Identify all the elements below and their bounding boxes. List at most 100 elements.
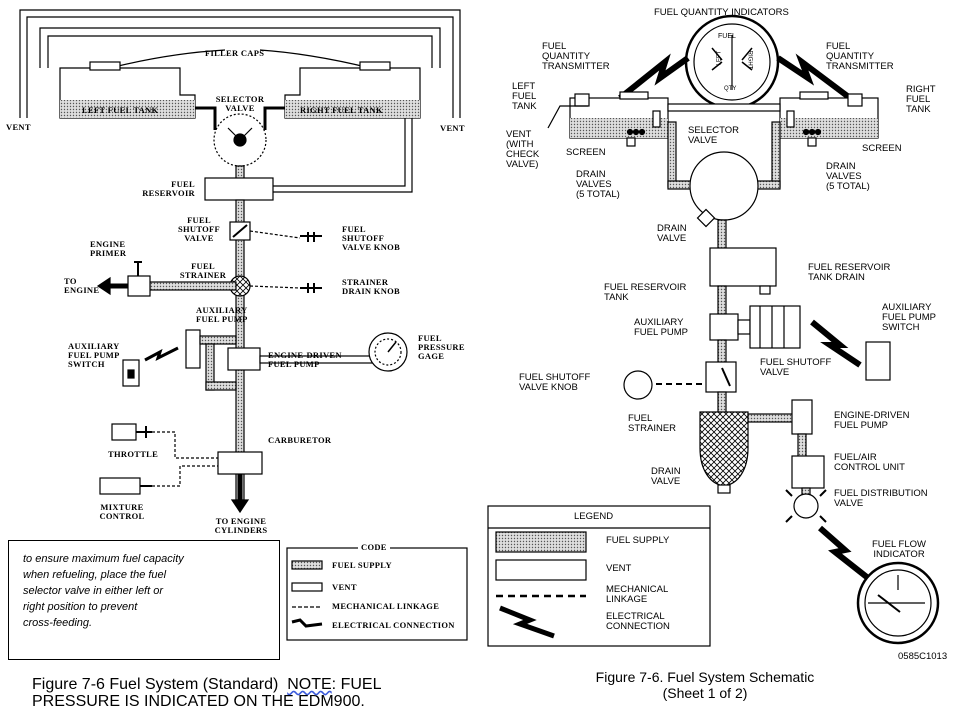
throttle-label: THROTTLE — [108, 449, 159, 459]
engine-driven-fuel-pump-label-left: ENGINE-DRIVEN FUEL PUMP — [268, 350, 342, 369]
code-legend-electrical-connection: ELECTRICAL CONNECTION — [332, 620, 455, 630]
vent-label-left: VENT — [6, 122, 31, 132]
left-figure-caption: Figure 7-6 Fuel System (Standard) NOTE: … — [32, 676, 381, 710]
refueling-note-text: to ensure maximum fuel capacity when ref… — [23, 553, 184, 629]
right-fuel-tank-label-right: RIGHT FUEL TANK — [906, 84, 936, 115]
auxiliary-fuel-pump-left — [185, 329, 201, 369]
legend-title-right: LEGEND — [574, 511, 614, 522]
left-diagram — [19, 9, 468, 641]
drain-valves-right-label: DRAIN VALVES (5 TOTAL) — [826, 161, 870, 192]
left-caption-part2: : FUEL PRESSURE IS INDICATED ON THE EDM9… — [32, 676, 382, 710]
fuel-strainer-right — [699, 411, 749, 487]
part-number-label: 0585C1013 — [898, 651, 948, 662]
right-fuel-tank-label: RIGHT FUEL TANK — [300, 105, 383, 115]
drain-valves-left-label: DRAIN VALVES (5 TOTAL) — [576, 169, 620, 200]
auxiliary-fuel-pump-switch-right — [865, 341, 891, 381]
fuel-quantity-gauge — [684, 14, 780, 110]
code-legend-box — [286, 547, 468, 641]
fuel-distribution-valve-label: FUEL DISTRIBUTION VALVE — [834, 488, 928, 509]
legend-box-right — [487, 505, 711, 647]
mixture-control-label: MIXTURE CONTROL — [99, 502, 145, 521]
auxiliary-fuel-pump-label-left: AUXILIARY FUEL PUMP — [196, 305, 248, 324]
screen-left-label: SCREEN — [566, 147, 606, 158]
right-figure-caption: Figure 7-6. Fuel System Schematic (Sheet… — [595, 669, 815, 701]
filler-cap-line-right — [259, 49, 371, 69]
code-legend-fuel-supply: FUEL SUPPLY — [332, 560, 392, 570]
fuel-strainer-label-left: FUEL STRAINER — [179, 261, 227, 280]
fuel-reservoir-left — [204, 177, 274, 201]
electrical-bolt-left — [618, 53, 690, 101]
auxiliary-fuel-pump-right — [709, 313, 739, 341]
left-fuel-tank-label: LEFT FUEL TANK — [82, 105, 159, 115]
fuel-flow-indicator-gauge — [856, 561, 940, 645]
fuel-shutoff-valve-label-left: FUEL SHUTOFF VALVE — [177, 215, 221, 243]
electrical-bolt-flow — [818, 525, 870, 581]
to-engine-label: TO ENGINE — [64, 276, 100, 295]
auxiliary-fuel-pump-label-right: AUXILIARY FUEL PUMP — [634, 317, 689, 338]
selector-valve-left — [213, 113, 267, 167]
fuel-quantity-transmitter-left-label: FUEL QUANTITY TRANSMITTER — [542, 41, 610, 72]
code-legend-title: CODE — [358, 543, 390, 552]
refueling-note-box: to ensure maximum fuel capacity when ref… — [8, 540, 280, 660]
fuel-shutoff-valve-right — [705, 361, 737, 393]
fuel-reservoir-label-left: FUEL RESERVOIR — [142, 179, 195, 198]
engine-driven-fuel-pump-left — [227, 347, 261, 371]
auxiliary-fuel-pump-switch-label-left: AUXILIARY FUEL PUMP SWITCH — [68, 341, 120, 369]
code-legend-mechanical-linkage: MECHANICAL LINKAGE — [332, 601, 440, 611]
fuel-reservoir-tank-drain-label: FUEL RESERVOIR TANK DRAIN — [808, 262, 891, 283]
left-caption-part1: Figure 7-6 Fuel System (Standard) — [32, 676, 288, 693]
right-fuel-tank — [284, 61, 421, 119]
fuel-shutoff-valve-knob-label-left: FUEL SHUTOFF VALVE KNOB — [342, 224, 401, 252]
engine-primer-left — [127, 275, 151, 297]
legend-mechanical-linkage-right: MECHANICAL LINKAGE — [606, 584, 669, 605]
throttle-control — [111, 423, 218, 459]
selector-valve-label-right: SELECTOR VALVE — [688, 125, 740, 146]
left-fuel-tank-label-right: LEFT FUEL TANK — [512, 81, 537, 112]
gauge-left-label: LEFT — [716, 50, 723, 66]
fuel-shutoff-valve-knob-right — [623, 370, 653, 400]
fuel-quantity-transmitter-right-label: FUEL QUANTITY TRANSMITTER — [826, 41, 894, 72]
selector-valve-label-left: SELECTOR VALVE — [215, 94, 265, 113]
auxiliary-fuel-pump-switch-label-right: AUXILIARY FUEL PUMP SWITCH — [882, 302, 937, 333]
fuel-shutoff-valve-knob-label-right: FUEL SHUTOFF VALVE KNOB — [519, 372, 591, 393]
left-caption-note: NOTE — [287, 676, 332, 693]
engine-driven-fuel-pump-right — [791, 399, 813, 435]
legend-electrical-connection-right: ELECTRICAL CONNECTION — [606, 611, 670, 632]
fuel-flow-indicator-label: FUEL FLOW INDICATOR — [871, 539, 926, 560]
drain-valve-1 — [696, 208, 716, 228]
legend-fuel-supply-right: FUEL SUPPLY — [606, 535, 670, 546]
selector-valve-right — [689, 151, 759, 221]
carburetor-left — [217, 451, 263, 475]
screen-right-label: SCREEN — [862, 143, 902, 154]
carburetor-label: CARBURETOR — [268, 435, 332, 445]
fuel-air-control-unit-label: FUEL/AIR CONTROL UNIT — [834, 452, 905, 473]
to-engine-cylinders-label: TO ENGINE CYLINDERS — [214, 516, 268, 535]
engine-primer-label: ENGINE PRIMER — [90, 239, 127, 258]
fuel-quantity-indicators-label: FUEL QUANTITY INDICATORS — [654, 7, 789, 18]
right-right-fuel-tank — [779, 91, 879, 139]
gauge-qty-label: QTY — [724, 86, 737, 92]
strainer-drain-knob-label: STRAINER DRAIN KNOB — [342, 277, 401, 296]
fuel-reservoir-tank-right — [709, 247, 777, 287]
drain-valve-2-label: DRAIN VALVE — [651, 466, 681, 487]
fuel-pressure-gage-label: FUEL PRESSURE GAGE — [418, 333, 465, 361]
left-vent-lines — [19, 9, 461, 118]
vent-with-check-valve-label: VENT (WITH CHECK VALVE) — [506, 129, 540, 170]
fuel-reservoir-tank-label: FUEL RESERVOIR TANK — [604, 282, 687, 303]
left-fuel-tank — [59, 61, 196, 119]
right-left-fuel-tank — [569, 91, 669, 139]
engine-driven-fuel-pump-label-right: ENGINE-DRIVEN FUEL PUMP — [834, 410, 910, 431]
mixture-control — [99, 465, 218, 495]
electrical-bolt-right — [776, 53, 852, 101]
code-legend-vent: VENT — [332, 582, 357, 592]
legend-vent-right: VENT — [606, 563, 632, 574]
gauge-fuel-label: FUEL — [718, 33, 736, 40]
right-diagram — [487, 14, 940, 647]
fuel-distribution-valve — [793, 493, 819, 519]
filler-caps-label: FILLER CAPS — [205, 48, 265, 58]
filler-cap-line-left — [109, 49, 226, 69]
fuel-strainer-label-right: FUEL STRAINER — [628, 413, 677, 434]
fuel-air-control-unit — [791, 455, 825, 489]
fuel-shutoff-valve-label-right: FUEL SHUTOFF VALVE — [760, 357, 832, 378]
